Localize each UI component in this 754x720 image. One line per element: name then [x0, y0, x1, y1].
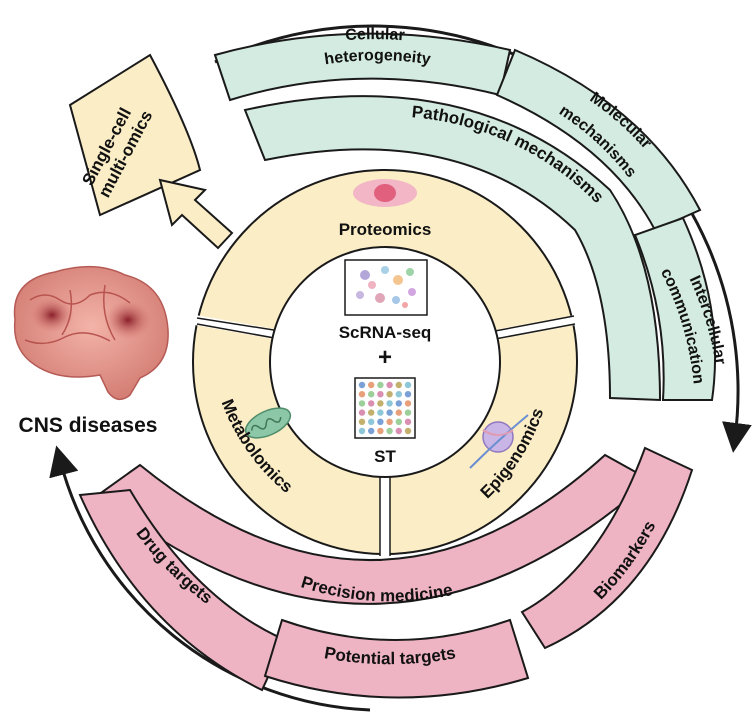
st-spot: [395, 391, 402, 398]
st-spot: [404, 418, 412, 425]
st-spot: [386, 427, 393, 435]
st-spot: [368, 381, 375, 389]
st-spot: [358, 381, 366, 389]
st-spot: [395, 409, 402, 416]
st-spot: [404, 400, 412, 407]
st-spot: [368, 391, 375, 398]
st-spot: [368, 427, 375, 435]
st-spot: [358, 427, 366, 435]
segment-intercellular-communication: [633, 216, 717, 401]
center-circle: [269, 246, 501, 478]
st-spot: [368, 400, 375, 407]
divider-left: [194, 315, 281, 340]
outer-cycle-arrow-left: [49, 445, 371, 712]
cns-diseases-label: CNS diseases: [19, 414, 158, 437]
segment-pathological-mechanisms: [243, 95, 662, 402]
st-spot: [358, 409, 366, 416]
st-spot: [377, 400, 384, 407]
st-spot: [395, 381, 402, 389]
st-spot: [377, 391, 384, 398]
st-spot: [395, 418, 402, 425]
segment-biomarkers: [520, 446, 694, 650]
st-spot: [358, 418, 366, 425]
st-spot: [386, 400, 393, 407]
st-spot: [386, 409, 393, 416]
divider-right: [494, 315, 576, 340]
st-label: ST: [374, 447, 396, 466]
st-spot: [395, 400, 402, 407]
segment-potential-targets: [263, 618, 530, 699]
st-spot: [395, 427, 402, 435]
segment-drug-targets: [78, 488, 287, 692]
st-spot: [404, 381, 412, 389]
st-spot: [368, 418, 375, 425]
plus-sign: +: [378, 344, 392, 371]
block-arrow: [158, 178, 234, 250]
st-spot: [377, 409, 384, 416]
st-spot: [377, 427, 384, 435]
st-spot: [358, 391, 366, 398]
st-spot: [386, 418, 393, 425]
heterogeneity-label: heterogeneity: [323, 47, 431, 68]
proteomics-label: Proteomics: [339, 220, 432, 239]
st-spot: [368, 409, 375, 416]
spatial-transcriptomics-grid-icon: [354, 377, 416, 439]
brain-illustration: [13, 265, 169, 401]
scrna-seq-plot-icon: [344, 259, 428, 316]
st-spot: [404, 391, 412, 398]
st-spot: [404, 409, 412, 416]
st-spot: [377, 381, 384, 389]
scrna-seq-label: ScRNA-seq: [339, 323, 432, 342]
st-spot: [386, 381, 393, 389]
st-spot: [386, 391, 393, 398]
segment-cellular-heterogeneity: [213, 32, 512, 102]
nucleosome-icon: [469, 414, 529, 469]
mitochondria-icon: [244, 407, 292, 439]
st-spot: [377, 418, 384, 425]
st-spot: [404, 427, 412, 435]
st-spot: [358, 400, 366, 407]
proteomics-icon: [353, 179, 417, 207]
single-cell-multiomics-box: Single-cell multi-omics: [68, 53, 202, 217]
